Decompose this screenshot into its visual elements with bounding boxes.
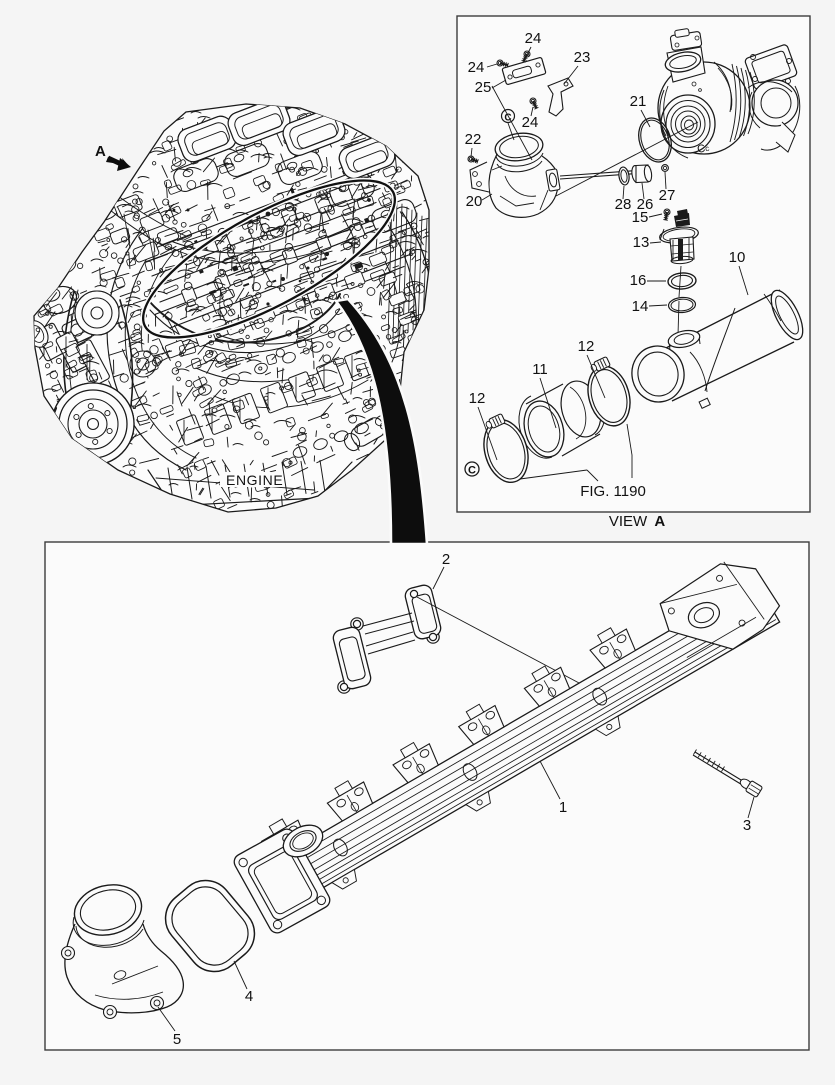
svg-text:VIEW A: VIEW A (609, 513, 666, 530)
svg-text:27: 27 (659, 187, 676, 204)
svg-text:21: 21 (630, 93, 647, 110)
svg-text:C: C (468, 465, 476, 477)
svg-text:C: C (504, 113, 511, 124)
svg-text:25: 25 (475, 79, 492, 96)
svg-text:15: 15 (632, 209, 649, 226)
svg-text:ENGINE: ENGINE (226, 472, 283, 488)
svg-text:1: 1 (559, 799, 567, 816)
svg-text:11: 11 (532, 361, 548, 378)
svg-text:16: 16 (630, 272, 647, 289)
svg-text:12: 12 (578, 338, 595, 355)
svg-text:23: 23 (574, 49, 591, 66)
svg-text:2: 2 (442, 551, 450, 568)
svg-text:14: 14 (632, 298, 649, 315)
svg-text:3: 3 (743, 817, 751, 834)
svg-text:12: 12 (469, 390, 486, 407)
svg-text:FIG. 1190: FIG. 1190 (580, 483, 646, 500)
svg-text:24: 24 (525, 30, 542, 47)
svg-text:20: 20 (466, 193, 483, 210)
svg-text:24: 24 (522, 114, 539, 131)
svg-text:5: 5 (173, 1031, 181, 1048)
svg-text:4: 4 (245, 988, 253, 1005)
svg-text:13: 13 (633, 234, 650, 251)
svg-text:22: 22 (465, 131, 482, 148)
svg-text:24: 24 (468, 59, 485, 76)
svg-text:A: A (95, 143, 106, 160)
svg-text:10: 10 (729, 249, 746, 266)
